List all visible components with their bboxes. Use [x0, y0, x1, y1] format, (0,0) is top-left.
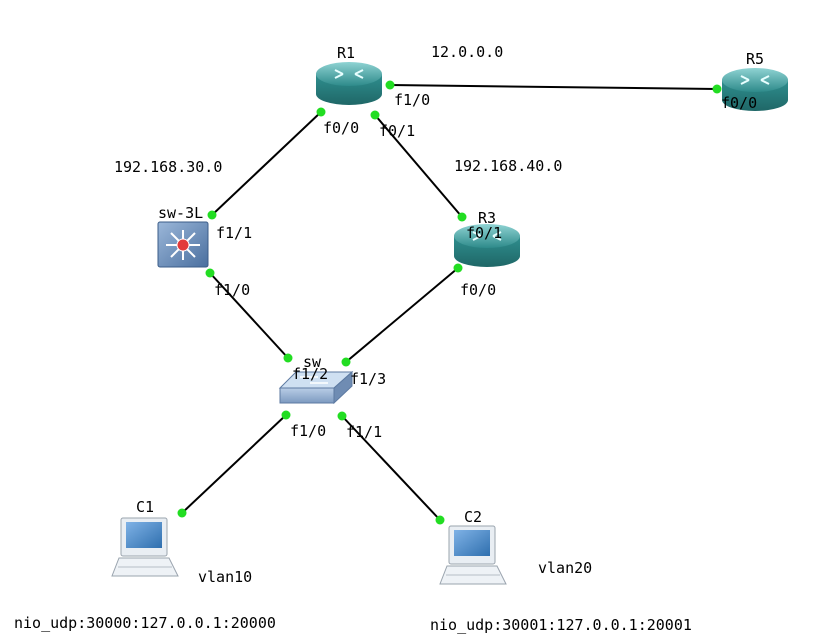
port-dot-r3-f01	[457, 212, 467, 222]
port-label-r1-f00: f0/0	[323, 119, 359, 137]
switch-arrows-icon	[300, 376, 328, 384]
port-dots	[177, 80, 722, 525]
link-r1-r5[interactable]	[389, 84, 718, 90]
port-label-sw3l-f11: f1/1	[216, 224, 252, 242]
device-label-sw: sw	[303, 353, 322, 371]
router-r1[interactable]: R1	[316, 44, 382, 105]
router-r3[interactable]: R3	[454, 209, 520, 267]
links	[181, 84, 718, 521]
vlan-label-c1: vlan10	[198, 568, 252, 586]
port-dot-c2	[435, 515, 445, 525]
port-label-sw-f11: f1/1	[346, 423, 382, 441]
switch-sw[interactable]: sw	[278, 353, 354, 405]
device-label-sw3l: sw-3L	[158, 204, 203, 222]
router-arrows-icon	[740, 75, 770, 85]
port-label-r3-f01: f0/1	[466, 224, 502, 242]
pc-c1[interactable]: C1	[111, 498, 179, 577]
port-dot-r1-f00	[316, 107, 326, 117]
nio-label-c1: nio_udp:30000:127.0.0.1:20000	[14, 614, 276, 632]
vlan-label-c2: vlan20	[538, 559, 592, 577]
port-label-r1-f01: f0/1	[379, 122, 415, 140]
link-r3-sw[interactable]	[345, 267, 459, 363]
port-dot-sw3l-f10	[205, 268, 215, 278]
network-label-40: 192.168.40.0	[454, 157, 562, 175]
port-dot-sw-f10	[281, 410, 291, 420]
router-r5[interactable]: R5	[722, 50, 788, 111]
port-dot-r5-f00	[712, 84, 722, 94]
port-label-sw3l-f10: f1/0	[214, 281, 250, 299]
device-label-c2: C2	[464, 508, 482, 526]
link-sw-c1[interactable]	[181, 414, 287, 514]
port-dot-r1-f01	[370, 110, 380, 120]
port-dot-sw-f11	[337, 411, 347, 421]
network-label-12: 12.0.0.0	[431, 43, 503, 61]
l3-switch-sw3l[interactable]: sw-3L	[157, 204, 209, 268]
link-sw3l-sw[interactable]	[209, 272, 289, 359]
port-label-r5-f00: f0/0	[721, 94, 757, 112]
port-label-sw-f12: f1/2	[292, 365, 328, 383]
device-label-r1: R1	[337, 44, 355, 62]
link-r1-r3[interactable]	[374, 114, 463, 218]
router-arrows-icon	[472, 231, 502, 241]
port-label-r3-f00: f0/0	[460, 281, 496, 299]
device-label-r3: R3	[478, 209, 496, 227]
port-label-sw-f13: f1/3	[350, 370, 386, 388]
link-r1-sw3l[interactable]	[211, 111, 322, 216]
network-label-30: 192.168.30.0	[114, 158, 222, 176]
port-label-r1-f10: f1/0	[394, 91, 430, 109]
port-dot-sw3l-f11	[207, 210, 217, 220]
port-label-sw-f10: f1/0	[290, 422, 326, 440]
router-arrows-icon	[334, 69, 364, 79]
port-dot-r1-f10	[385, 80, 395, 90]
port-dot-sw-f13	[341, 357, 351, 367]
port-dot-r3-f00	[453, 263, 463, 273]
device-label-c1: C1	[136, 498, 154, 516]
pc-c2[interactable]: C2	[439, 508, 507, 585]
device-label-r5: R5	[746, 50, 764, 68]
port-dot-c1	[177, 508, 187, 518]
link-sw-c2[interactable]	[341, 415, 441, 521]
nio-label-c2: nio_udp:30001:127.0.0.1:20001	[430, 616, 692, 634]
port-dot-sw-f12	[283, 353, 293, 363]
